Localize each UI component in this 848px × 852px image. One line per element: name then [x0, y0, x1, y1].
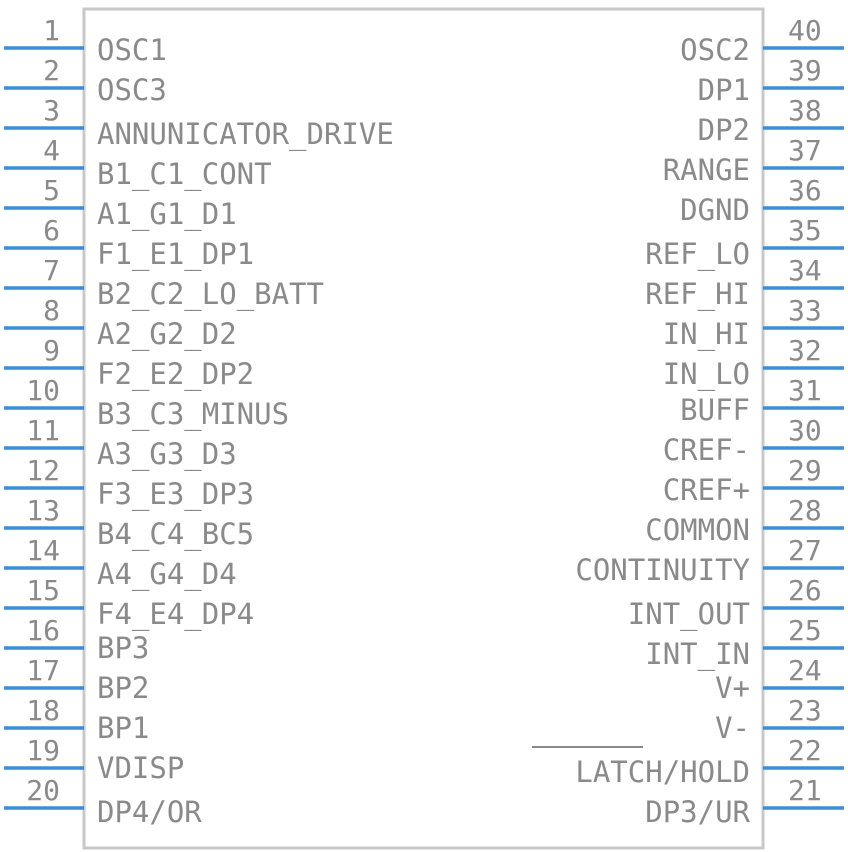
pin-label-right-34: REF_HI	[645, 277, 750, 312]
pin-number-32: 32	[788, 334, 822, 367]
pin-number-7: 7	[43, 254, 60, 287]
pin-label-left-10: B3_C3_MINUS	[97, 397, 289, 432]
pin-label-left-16: BP3	[97, 631, 149, 665]
pin-number-3: 3	[43, 94, 60, 127]
pin-label-left-1: OSC1	[97, 33, 167, 67]
pin-label-left-19: VDISP	[97, 751, 184, 785]
pin-label-left-6: F1_E1_DP1	[97, 237, 254, 272]
pin-number-35: 35	[788, 214, 822, 247]
pin-number-20: 20	[26, 774, 60, 807]
pin-lines	[4, 46, 844, 810]
pin-label-left-3: ANNUNICATOR_DRIVE	[97, 117, 394, 152]
pin-number-40: 40	[788, 14, 822, 47]
pin-label-left-9: F2_E2_DP2	[97, 357, 254, 392]
pin-label-right-25: INT_IN	[645, 637, 750, 672]
pin-label-right-29: CREF+	[663, 473, 750, 507]
pin-number-6: 6	[43, 214, 60, 247]
pin-label-left-8: A2_G2_D2	[97, 317, 237, 352]
pin-number-26: 26	[788, 574, 822, 607]
pin-number-22: 22	[788, 734, 822, 767]
pin-number-27: 27	[788, 534, 822, 567]
pin-number-38: 38	[788, 94, 822, 127]
pin-label-left-2: OSC3	[97, 73, 167, 107]
pin-number-31: 31	[788, 374, 822, 407]
pin-number-30: 30	[788, 414, 822, 447]
pin-label-right-36: DGND	[680, 193, 750, 227]
pin-number-2: 2	[43, 54, 60, 87]
pin-number-9: 9	[43, 334, 60, 367]
pin-label-right-37: RANGE	[663, 153, 750, 187]
pin-label-right-23: V-	[715, 711, 750, 745]
pin-label-left-4: B1_C1_CONT	[97, 157, 272, 192]
pin-label-right-33: IN_HI	[663, 317, 750, 352]
pin-number-25: 25	[788, 614, 822, 647]
pin-number-33: 33	[788, 294, 822, 327]
pin-label-right-39: DP1	[698, 73, 750, 107]
pin-label-right-26: INT_OUT	[628, 597, 750, 632]
pin-number-24: 24	[788, 654, 822, 687]
pin-number-11: 11	[26, 414, 60, 447]
pin-label-right-21: DP3/UR	[645, 795, 750, 829]
pin-number-28: 28	[788, 494, 822, 527]
latch-hold-label: LATCH/HOLD	[575, 755, 750, 789]
pin-number-39: 39	[788, 54, 822, 87]
pin-label-right-40: OSC2	[680, 33, 750, 67]
pin-number-8: 8	[43, 294, 60, 327]
pin-number-36: 36	[788, 174, 822, 207]
pin-number-16: 16	[26, 614, 60, 647]
pin-number-37: 37	[788, 134, 822, 167]
pin-label-left-7: B2_C2_LO_BATT	[97, 277, 324, 312]
pin-label-left-18: BP1	[97, 711, 149, 745]
pin-number-29: 29	[788, 454, 822, 487]
ic-body	[82, 7, 765, 850]
pin-number-4: 4	[43, 134, 60, 167]
pin-label-left-20: DP4/OR	[97, 795, 202, 829]
pin-label-left-11: A3_G3_D3	[97, 437, 237, 472]
pin-number-12: 12	[26, 454, 60, 487]
pin-number-17: 17	[26, 654, 60, 687]
pin-label-right-30: CREF-	[663, 433, 750, 467]
pin-label-right-27: CONTINUITY	[575, 553, 750, 587]
pin-number-13: 13	[26, 494, 60, 527]
pin-number-18: 18	[26, 694, 60, 727]
pin-number-1: 1	[43, 14, 60, 47]
pin-label-left-5: A1_G1_D1	[97, 197, 237, 232]
pin-label-right-28: COMMON	[645, 513, 750, 547]
pin-label-left-15: F4_E4_DP4	[97, 597, 254, 632]
pin-number-10: 10	[26, 374, 60, 407]
pin-label-left-13: B4_C4_BC5	[97, 517, 254, 552]
pin-label-right-35: REF_LO	[645, 237, 750, 272]
pin-number-23: 23	[788, 694, 822, 727]
pin-label-right-32: IN_LO	[663, 357, 750, 392]
pin-label-left-17: BP2	[97, 671, 149, 705]
pin-number-15: 15	[26, 574, 60, 607]
pin-number-5: 5	[43, 174, 60, 207]
pin-label-left-14: A4_G4_D4	[97, 557, 237, 592]
pin-label-right-24: V+	[715, 671, 750, 705]
pin-number-19: 19	[26, 734, 60, 767]
pin-label-left-12: F3_E3_DP3	[97, 477, 254, 512]
pin-number-34: 34	[788, 254, 822, 287]
pin-number-21: 21	[788, 774, 822, 807]
pin-label-right-31: BUFF	[680, 393, 750, 427]
pin-label-right-38: DP2	[698, 113, 750, 147]
pin-number-14: 14	[26, 534, 60, 567]
